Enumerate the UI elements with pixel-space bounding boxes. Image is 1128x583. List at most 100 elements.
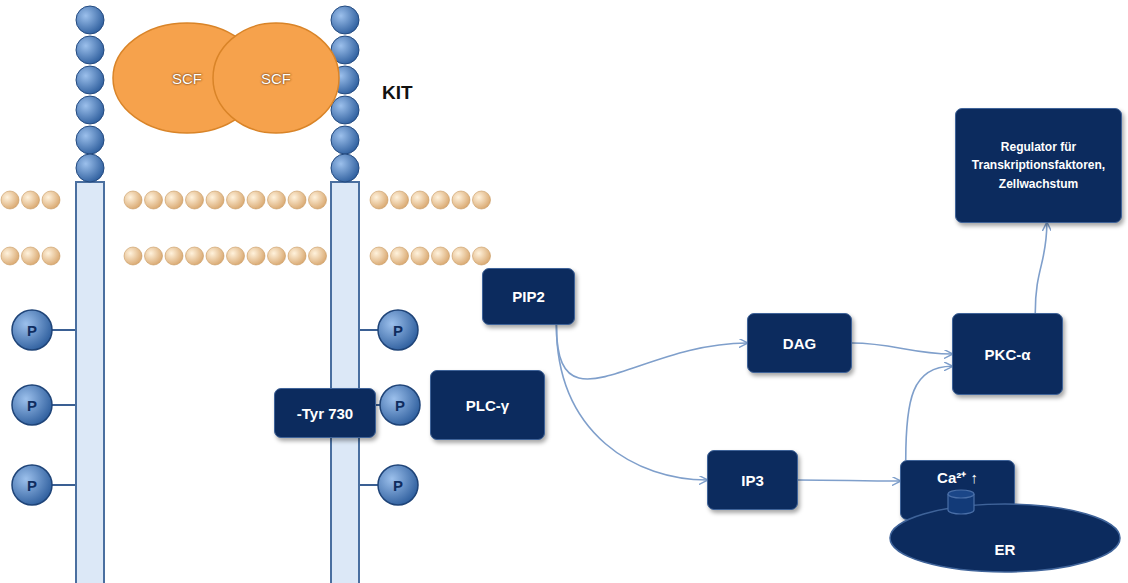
- organelle-ellipse-shape: [888, 486, 1122, 574]
- lipid-head: [370, 191, 388, 209]
- er-fill: [890, 504, 1120, 572]
- node-text: PLC-γ: [466, 397, 509, 414]
- node-text: ER: [995, 541, 1016, 558]
- lipid-head: [186, 191, 204, 209]
- lipid-head: [22, 191, 40, 209]
- scf-fill: [213, 23, 339, 133]
- node-text: P: [393, 477, 403, 494]
- process-box: PIP2: [482, 268, 575, 325]
- node-text: SCF: [172, 70, 202, 87]
- signal-arrow: [798, 480, 900, 481]
- lipid-head: [268, 191, 286, 209]
- lipid-head: [124, 247, 142, 265]
- node-text: Ca²⁺ ↑: [937, 467, 978, 487]
- ig-domain: [331, 96, 359, 124]
- ligand-ellipse: SCF: [212, 22, 340, 134]
- lipid-head: [206, 191, 224, 209]
- lipid-head: [42, 247, 60, 265]
- ig-domain: [76, 154, 104, 182]
- phosphate-circle: P: [10, 308, 54, 352]
- receptor-domains: [76, 6, 359, 182]
- lipid-head: [309, 247, 327, 265]
- ig-domain: [76, 96, 104, 124]
- lipid-head: [145, 191, 163, 209]
- lipid-head: [1, 191, 19, 209]
- lipid-head: [227, 191, 245, 209]
- lipid-head: [165, 191, 183, 209]
- ion-channel-top: [948, 490, 974, 498]
- node-text: P: [27, 477, 37, 494]
- lipid-head: [165, 247, 183, 265]
- receptor-label: KIT: [382, 82, 413, 104]
- process-box: DAG: [747, 313, 852, 373]
- lipid-head: [432, 191, 450, 209]
- lipid-bilayer: [1, 191, 491, 265]
- process-box: Regulator für Transkriptionsfaktoren, Ze…: [955, 108, 1122, 223]
- node-text: IP3: [741, 472, 764, 489]
- phosphate-circle: P: [376, 308, 420, 352]
- process-box: PLC-γ: [430, 370, 545, 440]
- process-box: IP3: [707, 450, 798, 510]
- phosphate-circle: P: [376, 463, 420, 507]
- node-text: -Tyr 730: [297, 405, 353, 422]
- lipid-head: [1, 247, 19, 265]
- ig-domain: [76, 36, 104, 64]
- p-fill: [12, 385, 52, 425]
- signal-arrow: [1035, 223, 1047, 313]
- p-fill: [12, 310, 52, 350]
- receptor-stalk: [331, 182, 359, 583]
- signal-arrow: [556, 325, 707, 480]
- process-box: -Tyr 730: [274, 388, 376, 438]
- ig-domain: [76, 126, 104, 154]
- lipid-head: [411, 247, 429, 265]
- ig-domain: [331, 6, 359, 34]
- signal-arrow: [906, 366, 952, 460]
- lipid-head: [206, 247, 224, 265]
- node-text: P: [27, 397, 37, 414]
- ig-domain: [76, 66, 104, 94]
- lipid-head: [391, 247, 409, 265]
- lipid-head: [391, 191, 409, 209]
- node-text: P: [395, 397, 405, 414]
- lipid-head: [411, 191, 429, 209]
- ig-domain: [331, 126, 359, 154]
- lipid-head: [227, 247, 245, 265]
- lipid-head: [309, 191, 327, 209]
- p-fill: [378, 465, 418, 505]
- p-fill: [378, 310, 418, 350]
- lipid-head: [124, 191, 142, 209]
- lipid-head: [473, 191, 491, 209]
- signal-arrow: [556, 325, 747, 379]
- node-text: SCF: [261, 70, 291, 87]
- node-text: Regulator für Transkriptionsfaktoren, Ze…: [962, 138, 1115, 194]
- lipid-head: [22, 247, 40, 265]
- lipid-head: [473, 247, 491, 265]
- lipid-head: [432, 247, 450, 265]
- lipid-head: [452, 191, 470, 209]
- receptor-stalk: [76, 182, 104, 583]
- phosphate-circle: P: [378, 383, 422, 427]
- phosphate-circle: P: [10, 463, 54, 507]
- lipid-head: [370, 247, 388, 265]
- node-text: P: [393, 322, 403, 339]
- node-text: PKC-α: [985, 346, 1031, 363]
- lipid-head: [247, 191, 265, 209]
- node-text: P: [27, 322, 37, 339]
- ig-domain: [76, 6, 104, 34]
- signal-arrow: [852, 343, 952, 354]
- lipid-head: [452, 247, 470, 265]
- ig-domain: [331, 154, 359, 182]
- lipid-head: [247, 247, 265, 265]
- lipid-head: [186, 247, 204, 265]
- lipid-head: [145, 247, 163, 265]
- lipid-head: [288, 247, 306, 265]
- organelle-ellipse: ER: [888, 486, 1122, 574]
- p-fill: [12, 465, 52, 505]
- node-text: PIP2: [512, 288, 545, 305]
- lipid-head: [288, 191, 306, 209]
- lipid-head: [268, 247, 286, 265]
- process-box: PKC-α: [952, 313, 1063, 395]
- node-text: DAG: [783, 335, 816, 352]
- lipid-head: [42, 191, 60, 209]
- phosphate-circle: P: [10, 383, 54, 427]
